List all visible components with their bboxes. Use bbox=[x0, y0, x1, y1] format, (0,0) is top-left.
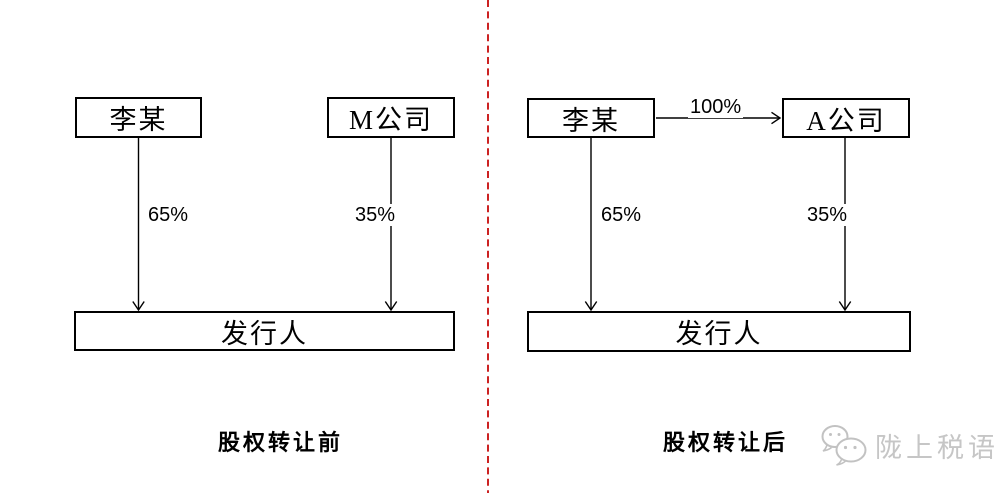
after-shareholder-person-label: 李某 bbox=[562, 105, 620, 136]
wechat-chat-bubbles-icon bbox=[821, 425, 867, 466]
after-stake-company-label: 35% bbox=[805, 204, 850, 226]
after-shareholder-company-label: A公司 bbox=[806, 105, 886, 136]
after-stake-person-label: 65% bbox=[599, 204, 644, 226]
after-caption: 股权转让后 bbox=[663, 430, 789, 455]
after-issuer-box: 发行人 bbox=[527, 311, 911, 352]
watermark: 陇上税语 bbox=[820, 423, 999, 467]
before-shareholder-company-label: M公司 bbox=[348, 105, 433, 135]
after-shareholder-company-box: A公司 bbox=[782, 98, 910, 138]
before-stake-company-label: 35% bbox=[353, 204, 398, 226]
after-shareholder-person-box: 李某 bbox=[527, 98, 655, 138]
before-shareholder-company-box: M公司 bbox=[327, 97, 455, 138]
after-issuer-label: 发行人 bbox=[675, 319, 763, 349]
after-transfer-pct-label: 100% bbox=[688, 96, 744, 118]
after-arrow-transfer bbox=[656, 111, 782, 125]
watermark-label: 陇上税语 bbox=[875, 432, 999, 463]
before-stake-person-label: 65% bbox=[146, 204, 191, 226]
after-arrow-person-to-issuer bbox=[584, 138, 598, 312]
before-issuer-label: 发行人 bbox=[221, 318, 308, 349]
before-arrow-person-to-issuer bbox=[132, 138, 145, 312]
before-issuer-box: 发行人 bbox=[74, 311, 455, 351]
before-shareholder-person-box: 李某 bbox=[75, 97, 202, 138]
before-caption: 股权转让前 bbox=[218, 430, 344, 455]
before-shareholder-person-label: 李某 bbox=[109, 105, 168, 135]
